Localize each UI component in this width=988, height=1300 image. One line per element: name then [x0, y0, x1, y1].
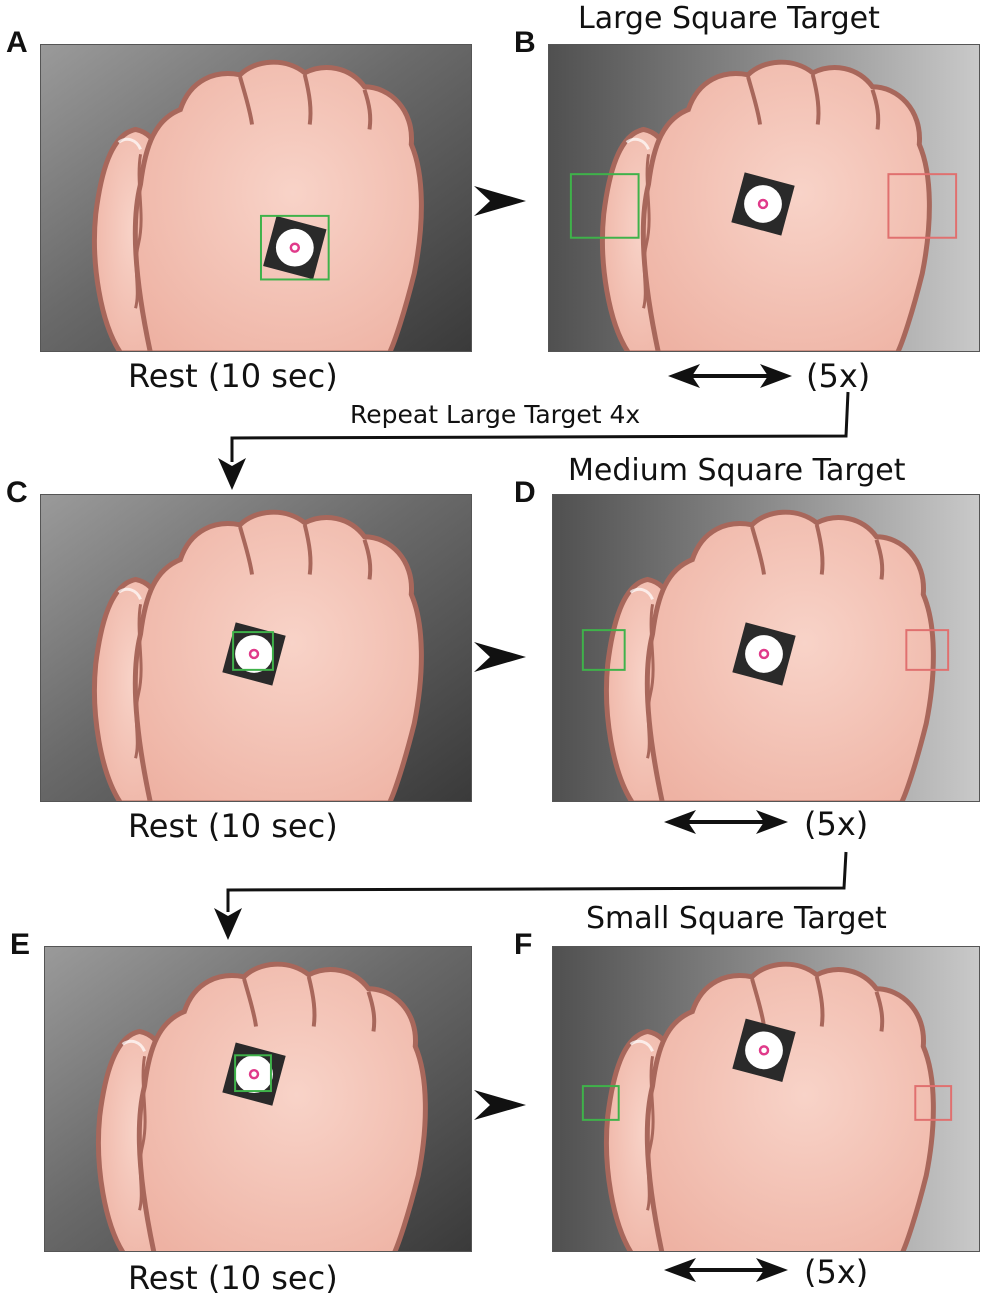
repeat-label: Repeat Large Target 4x	[350, 400, 641, 429]
panel-e-image	[44, 946, 472, 1252]
panel-title-b: Large Square Target	[578, 1, 880, 36]
panel-b-image	[548, 44, 980, 352]
reps-f: (5x)	[804, 1253, 869, 1291]
panel-letter-a: A	[6, 26, 28, 59]
panel-letter-f: F	[514, 928, 533, 961]
panel-c-image	[40, 494, 472, 802]
caption-c: Rest (10 sec)	[128, 807, 338, 845]
panel-letter-e: E	[10, 928, 31, 961]
panel-letter-c: C	[6, 476, 28, 509]
transition-arrow-c-d	[474, 642, 526, 672]
movement-arrow-b	[668, 364, 792, 388]
caption-a: Rest (10 sec)	[128, 357, 338, 395]
transition-arrow-e-f	[474, 1090, 526, 1120]
reps-b: (5x)	[806, 357, 871, 395]
panel-f-image	[552, 946, 980, 1252]
panel-letter-d: D	[514, 476, 536, 509]
movement-arrow-d	[664, 810, 788, 834]
movement-arrow-f	[664, 1258, 788, 1282]
panel-a-image	[40, 44, 472, 352]
panel-title-f: Small Square Target	[586, 901, 887, 936]
caption-e: Rest (10 sec)	[128, 1259, 338, 1297]
panel-title-d: Medium Square Target	[568, 453, 906, 488]
transition-arrow-a-b	[474, 186, 526, 216]
reps-d: (5x)	[804, 805, 869, 843]
panel-letter-b: B	[514, 26, 536, 59]
panel-d-image	[552, 494, 980, 802]
